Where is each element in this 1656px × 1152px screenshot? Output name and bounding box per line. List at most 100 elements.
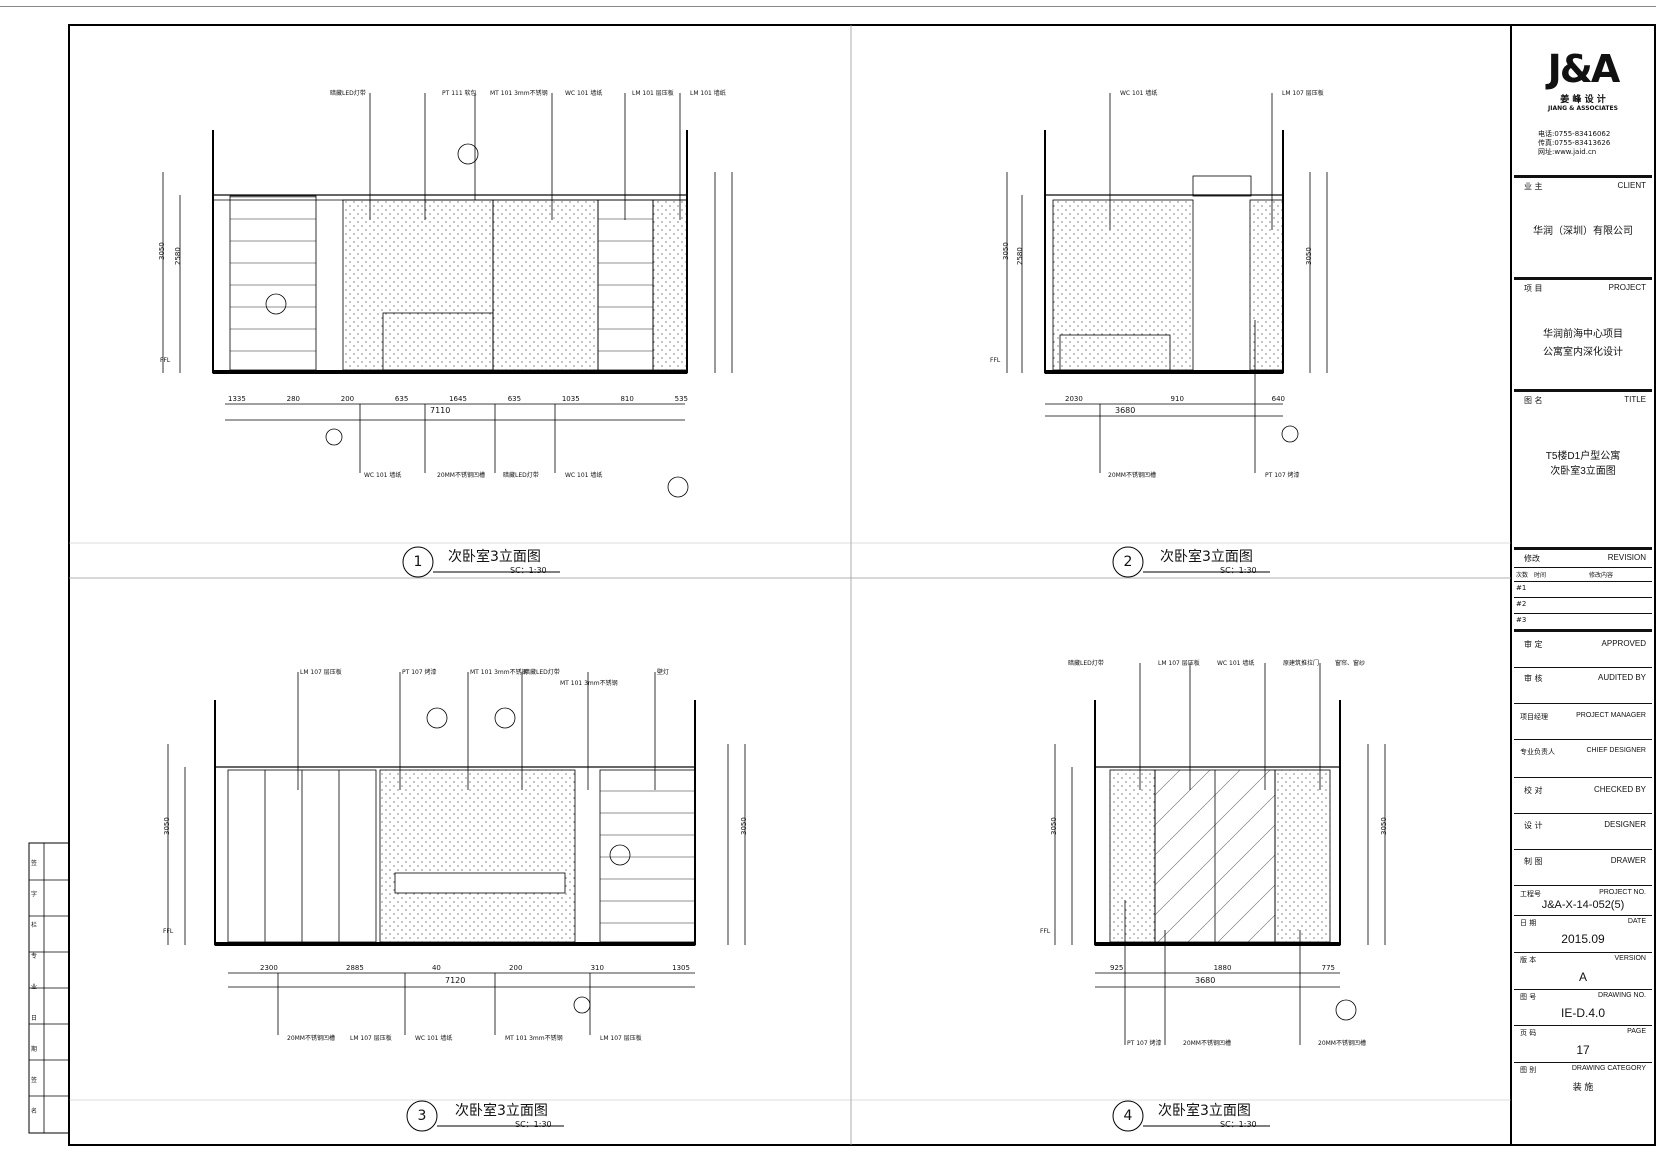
view-3-dims: 2300 2885 40 200 310 1305: [260, 964, 690, 972]
date-value: 2015.09: [1561, 932, 1605, 946]
view-3-height: 3050: [163, 817, 171, 835]
view-2-height: 2580: [1016, 247, 1024, 265]
view-1-callout: WC 101 墙纸: [364, 472, 402, 479]
dim: 2885: [345, 964, 364, 972]
approved-label: 审 定: [1524, 640, 1543, 649]
title-label: 图 名: [1524, 396, 1543, 405]
stamp-char: 签: [31, 860, 38, 867]
view-1-callout: 暗藏LED灯带: [330, 90, 366, 97]
chief-label: 专业负责人: [1520, 748, 1555, 756]
dim: 200: [509, 964, 523, 972]
view-4-callout: 20MM不锈钢凹槽: [1183, 1040, 1231, 1047]
audited-label-en: AUDITED BY: [1597, 673, 1646, 682]
view-3-callout: PT 107 烤漆: [402, 669, 437, 676]
chief-label-en: CHIEF DESIGNER: [1586, 747, 1646, 754]
view-2-callout: PT 107 烤漆: [1265, 472, 1300, 479]
audited-label: 审 核: [1524, 674, 1543, 683]
view-4-height: 3050: [1380, 817, 1388, 835]
view-2-height: 3050: [1002, 242, 1010, 260]
view-2-height: 3050: [1305, 247, 1313, 265]
dim: 640: [1271, 395, 1285, 403]
view-4-callout: WC 101 墙纸: [1217, 660, 1255, 667]
project-label-en: PROJECT: [1608, 283, 1646, 292]
view-3-total-dim: 7120: [445, 976, 466, 985]
dim: 910: [1170, 395, 1184, 403]
view-4-callout: 原建筑推拉门: [1283, 660, 1320, 667]
stamp-char: 专: [31, 953, 38, 960]
version-label: 版 本: [1520, 956, 1537, 964]
company-fax: 传真:0755-83413626: [1538, 139, 1611, 147]
title-label-en: TITLE: [1624, 395, 1646, 404]
rev-row: #2: [1516, 600, 1527, 608]
top-border-line: [0, 6, 1656, 7]
left-stamp-table: [28, 842, 70, 1134]
stamp-char: 签: [31, 1077, 38, 1084]
dim: 635: [394, 395, 409, 403]
stamp-char: 业: [31, 984, 38, 991]
view-4-callout: 暗藏LED灯带: [1068, 660, 1104, 667]
date-label-en: DATE: [1627, 918, 1646, 925]
client-label-en: CLIENT: [1617, 181, 1646, 190]
dim: 40: [431, 964, 441, 972]
view-1-scale: SC：1:30: [510, 566, 547, 575]
view-3-callout: LM 107 层压板: [350, 1035, 392, 1042]
project-label: 项 目: [1524, 284, 1543, 293]
view-4-callout: LM 107 层压板: [1158, 660, 1200, 667]
dim: 775: [1321, 964, 1335, 972]
drawer-label: 制 图: [1524, 857, 1543, 866]
rev-row: #3: [1516, 616, 1527, 624]
rev-row: #1: [1516, 584, 1527, 592]
dim: 2300: [260, 964, 278, 972]
category-label: 图 别: [1520, 1066, 1537, 1074]
wardrobe-panel: [229, 195, 317, 371]
dim: 310: [590, 964, 604, 972]
designer-label: 设 计: [1524, 821, 1543, 830]
view-3-callout: MT 101 3mm不锈钢: [560, 680, 618, 687]
desk: [394, 872, 566, 894]
view-1-title: 次卧室3立面图: [448, 549, 541, 565]
page-label: 页 码: [1520, 1029, 1537, 1037]
view-2-title: 次卧室3立面图: [1160, 549, 1253, 565]
view-1-callout: LM 101 墙纸: [690, 90, 726, 97]
page-label-en: PAGE: [1627, 1028, 1646, 1035]
view-1-callout: LM 101 层压板: [632, 90, 674, 97]
view-1-callout: PT 111 软包: [442, 90, 477, 97]
company-name: 姜 峰 设 计: [1560, 95, 1606, 105]
rev-col: 修改内容: [1589, 572, 1614, 579]
elevation-view-3: [167, 672, 746, 1035]
view-1-height: 2580: [174, 247, 182, 265]
checked-label: 校 对: [1524, 786, 1543, 795]
pm-label: 项目经理: [1520, 713, 1548, 721]
view-1-number: 1: [413, 554, 423, 570]
projno-label-en: PROJECT NO.: [1599, 889, 1646, 896]
approved-label-en: APPROVED: [1601, 639, 1646, 648]
dim: 1305: [672, 964, 690, 972]
view-4-ffl: FFL: [1040, 928, 1051, 935]
view-3-callout: 壁灯: [657, 669, 670, 676]
elevation-view-4: [1054, 663, 1386, 1045]
drawno-label: 图 号: [1520, 993, 1537, 1001]
dim: 1335: [228, 395, 246, 403]
view-3-callout: MT 101 3mm不锈钢: [470, 669, 528, 676]
dim: 635: [507, 395, 522, 403]
client-label: 业 主: [1524, 182, 1543, 191]
stamp-char: 栏: [31, 922, 38, 929]
revision-label: 修改: [1524, 554, 1540, 563]
stamp-char: 日: [31, 1015, 38, 1022]
designer-label-en: DESIGNER: [1604, 820, 1646, 829]
view-3-number: 3: [417, 1108, 427, 1124]
category-value: 装 施: [1572, 1082, 1594, 1092]
revision-label-en: REVISION: [1607, 553, 1646, 562]
view-2-callout: LM 107 层压板: [1282, 90, 1324, 97]
stamp-char: 字: [31, 891, 38, 898]
company-web: 网址:www.jaid.cn: [1538, 148, 1597, 156]
drawno-label-en: DRAWING NO.: [1598, 992, 1646, 999]
stamp-char: 期: [31, 1046, 38, 1053]
view-4-total-dim: 3680: [1195, 976, 1216, 985]
dim: 1880: [1213, 964, 1232, 972]
dim: 810: [620, 395, 634, 403]
view-1-total-dim: 7110: [430, 406, 451, 415]
view-2-total-dim: 3680: [1115, 406, 1136, 415]
